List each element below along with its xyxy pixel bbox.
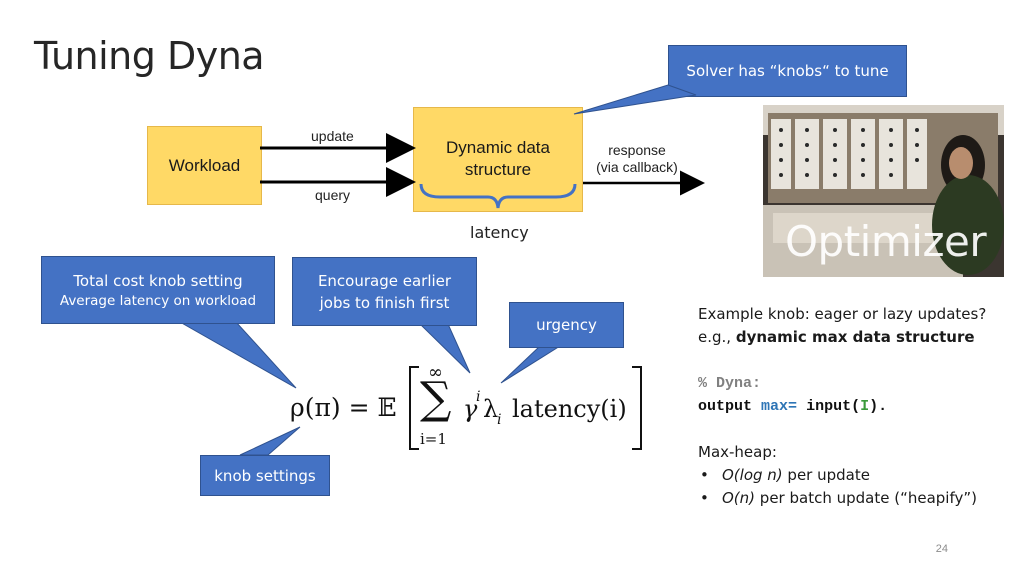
bullet1-italic: O(log n): [722, 466, 783, 484]
left-bracket: [409, 366, 419, 450]
response-line2: (via callback): [596, 159, 678, 175]
example-text-block: Example knob: eager or lazy updates? e.g…: [698, 303, 1018, 510]
lambda-subscript: i: [497, 412, 502, 428]
slide-number: 24: [935, 543, 948, 555]
code-comment: % Dyna:: [698, 375, 762, 392]
solver-callout-pointer: [573, 84, 697, 115]
structure-label-line2: structure: [464, 160, 532, 179]
objective-formula: ρ(π) = 𝔼 ∞ ∑ i=1 γ i λ i latency(i): [290, 360, 650, 460]
workload-box: Workload: [147, 126, 262, 205]
heap-label: Max-heap:: [698, 443, 777, 461]
encourage-callout: Encourage earlier jobs to finish first: [292, 257, 477, 326]
slide-title: Tuning Dyna: [34, 34, 265, 78]
sum-lower-limit: i=1: [420, 430, 447, 448]
data-structure-box: Dynamic data structure: [413, 107, 583, 212]
code-close: ).: [869, 398, 888, 415]
total-cost-line2: Average latency on workload: [59, 292, 257, 309]
example-line2: e.g., dynamic max data structure: [698, 326, 1018, 349]
gamma-symbol: γ: [463, 395, 478, 423]
query-label: query: [315, 187, 351, 203]
code-output: output: [698, 398, 753, 415]
bullet-update: O(log n) per update: [698, 464, 1018, 487]
knob-settings-callout: knob settings: [200, 455, 330, 496]
workload-label: Workload: [168, 155, 241, 175]
total-cost-callout: Total cost knob setting Average latency …: [41, 256, 275, 324]
right-bracket: [632, 366, 642, 450]
urgency-text: urgency: [536, 316, 597, 334]
encourage-line1: Encourage earlier: [317, 271, 452, 290]
knob-settings-text: knob settings: [214, 466, 316, 485]
latency-label: latency: [470, 223, 529, 242]
bullet2-rest: per batch update (“heapify”): [755, 489, 977, 507]
sum-symbol: ∑: [420, 373, 452, 424]
bullet1-rest: per update: [782, 466, 870, 484]
lambda-symbol: λ: [483, 395, 499, 423]
formula-lhs: ρ(π) = 𝔼: [290, 393, 397, 422]
gamma-exponent: i: [476, 389, 481, 405]
optimizer-overlay-text: Optimizer: [785, 217, 987, 266]
solver-callout-text: Solver has “knobs“ to tune: [686, 62, 889, 80]
bullet2-italic: O(n): [722, 489, 756, 507]
response-label: response (via callback): [593, 142, 681, 176]
response-line1: response: [608, 142, 666, 158]
structure-label-line1: Dynamic data: [446, 138, 550, 157]
latency-brace: [419, 183, 577, 209]
bullet-batch: O(n) per batch update (“heapify”): [698, 487, 1018, 510]
urgency-callout: urgency: [509, 302, 624, 348]
optimizer-photo: Optimizer: [763, 105, 1004, 277]
code-input: input(: [806, 398, 861, 415]
heap-bullets: O(log n) per update O(n) per batch updat…: [698, 464, 1018, 510]
code-max: max=: [761, 398, 798, 415]
sum-upper-limit: ∞: [428, 362, 443, 383]
total-cost-pointer: [178, 321, 297, 389]
code-I: I: [860, 398, 870, 415]
example-line1: Example knob: eager or lazy updates?: [698, 305, 987, 323]
update-label: update: [311, 128, 354, 144]
latency-term: latency(i): [512, 395, 627, 423]
solver-callout: Solver has “knobs“ to tune: [668, 45, 907, 97]
example-line2-bold: dynamic max data structure: [735, 328, 975, 346]
example-line2-prefix: e.g.,: [698, 328, 736, 346]
encourage-line2: jobs to finish first: [319, 293, 450, 312]
synth-panel-image: [763, 105, 1004, 277]
code-line: output max= input(I).: [698, 395, 1018, 418]
total-cost-line1: Total cost knob setting: [73, 271, 243, 290]
